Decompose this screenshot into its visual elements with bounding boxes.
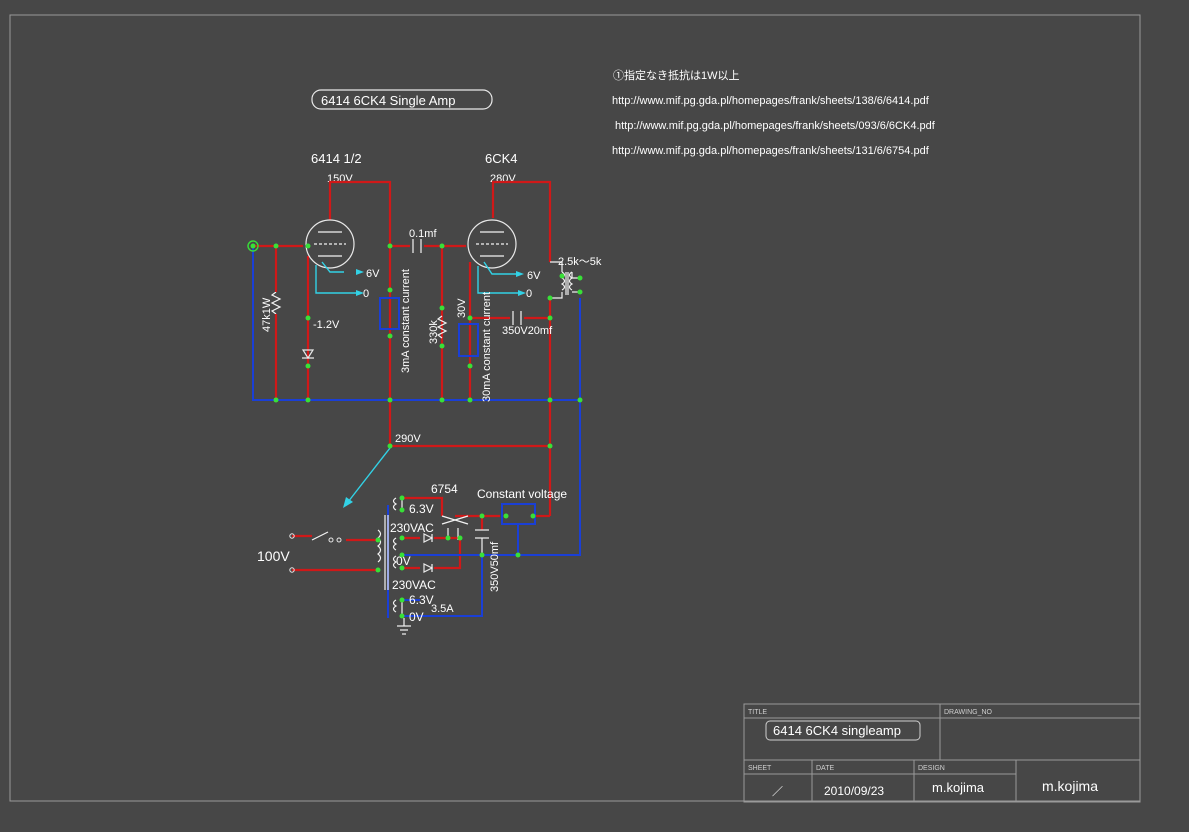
ccs2-label: 30mA constant current bbox=[481, 292, 493, 402]
grid-resistor-330k bbox=[436, 315, 448, 339]
title-badge-text: 6414 6CK4 Single Amp bbox=[321, 93, 455, 108]
output-transformer-impedance: 2.5k～5k bbox=[558, 256, 602, 268]
heater-winding1: 6.3V bbox=[409, 502, 434, 516]
heater2-zero: 0 bbox=[526, 288, 532, 300]
datasheet-link-6414[interactable]: http://www.mif.pg.gda.pl/homepages/frank… bbox=[612, 95, 930, 107]
tube2-6ck4 bbox=[467, 219, 518, 294]
terminal-points bbox=[289, 533, 295, 573]
title-badge: 6414 6CK4 Single Amp bbox=[311, 89, 493, 110]
tube1-label: 6414 1/2 bbox=[311, 151, 362, 166]
supply-voltage: 290V bbox=[395, 433, 421, 445]
grid-resistor-47k bbox=[270, 291, 282, 315]
tube1-6414 bbox=[305, 219, 356, 294]
secondary1: 230VAC bbox=[390, 521, 434, 535]
junction-dots bbox=[247, 240, 583, 619]
filter-capacitor bbox=[475, 529, 489, 555]
grid-resistor2-value: 330k bbox=[428, 320, 440, 344]
bypass-capacitor bbox=[512, 311, 522, 325]
title-caption: TITLE bbox=[748, 709, 767, 716]
grid-resistor-value: 47k1W bbox=[261, 297, 273, 332]
reference-arrow bbox=[347, 447, 391, 503]
filter-cap-value: 350V50mf bbox=[489, 541, 501, 592]
power-transformer bbox=[377, 497, 403, 616]
bias-diode bbox=[301, 349, 315, 360]
date-caption: DATE bbox=[816, 765, 834, 772]
designer-value: m.kojima bbox=[932, 780, 985, 795]
mains-voltage: 100V bbox=[257, 548, 290, 564]
tube2-label: 6CK4 bbox=[485, 151, 518, 166]
secondary2: 230VAC bbox=[392, 578, 436, 592]
bypass-cap-value: 350V20mf bbox=[502, 325, 553, 337]
heater2-zero-v: 0V bbox=[409, 610, 424, 624]
drawing-no-caption: DRAWING_NO bbox=[944, 709, 993, 716]
center-tap: 0V bbox=[396, 554, 411, 568]
output-transformer bbox=[550, 261, 580, 299]
bias-voltage: -1.2V bbox=[313, 319, 340, 331]
regulator-label: Constant voltage bbox=[477, 487, 567, 501]
rectifier-diodes bbox=[423, 533, 434, 573]
datasheet-link-6754[interactable]: http://www.mif.pg.gda.pl/homepages/frank… bbox=[612, 145, 930, 157]
cathode-voltage: 30V bbox=[456, 298, 468, 318]
datasheet-link-6ck4[interactable]: http://www.mif.pg.gda.pl/homepages/frank… bbox=[615, 120, 936, 132]
heater2-current: 3.5A bbox=[431, 603, 454, 615]
rectifier-tube-6754 bbox=[441, 515, 469, 540]
rectifier-tube-label: 6754 bbox=[431, 482, 458, 496]
title-block-title: 6414 6CK4 singleamp bbox=[773, 723, 901, 738]
date-value: 2010/09/23 bbox=[824, 784, 884, 798]
note-text: ①指定なき抵抗は1W以上 bbox=[613, 68, 740, 82]
title-block: TITLE DRAWING_NO 6414 6CK4 singleamp SHE… bbox=[743, 703, 1141, 803]
ground-wiring bbox=[252, 246, 581, 618]
sheet-border bbox=[9, 14, 1141, 802]
coupling-cap-value: 0.1mf bbox=[409, 228, 437, 240]
sheet-caption: SHEET bbox=[748, 765, 772, 772]
heater1-zero: 0 bbox=[363, 288, 369, 300]
ccs1-label: 3mA constant current bbox=[400, 269, 412, 373]
mains-switch bbox=[311, 531, 342, 543]
ground-symbol bbox=[397, 618, 411, 635]
heater-winding2: 6.3V bbox=[409, 593, 434, 607]
author-value: m.kojima bbox=[1042, 778, 1098, 794]
sheet-value: ／ bbox=[772, 785, 783, 798]
coupling-capacitor bbox=[412, 239, 422, 253]
heater2-voltage: 6V bbox=[527, 270, 541, 282]
heater1-voltage: 6V bbox=[366, 268, 380, 280]
design-caption: DESIGN bbox=[918, 765, 945, 772]
